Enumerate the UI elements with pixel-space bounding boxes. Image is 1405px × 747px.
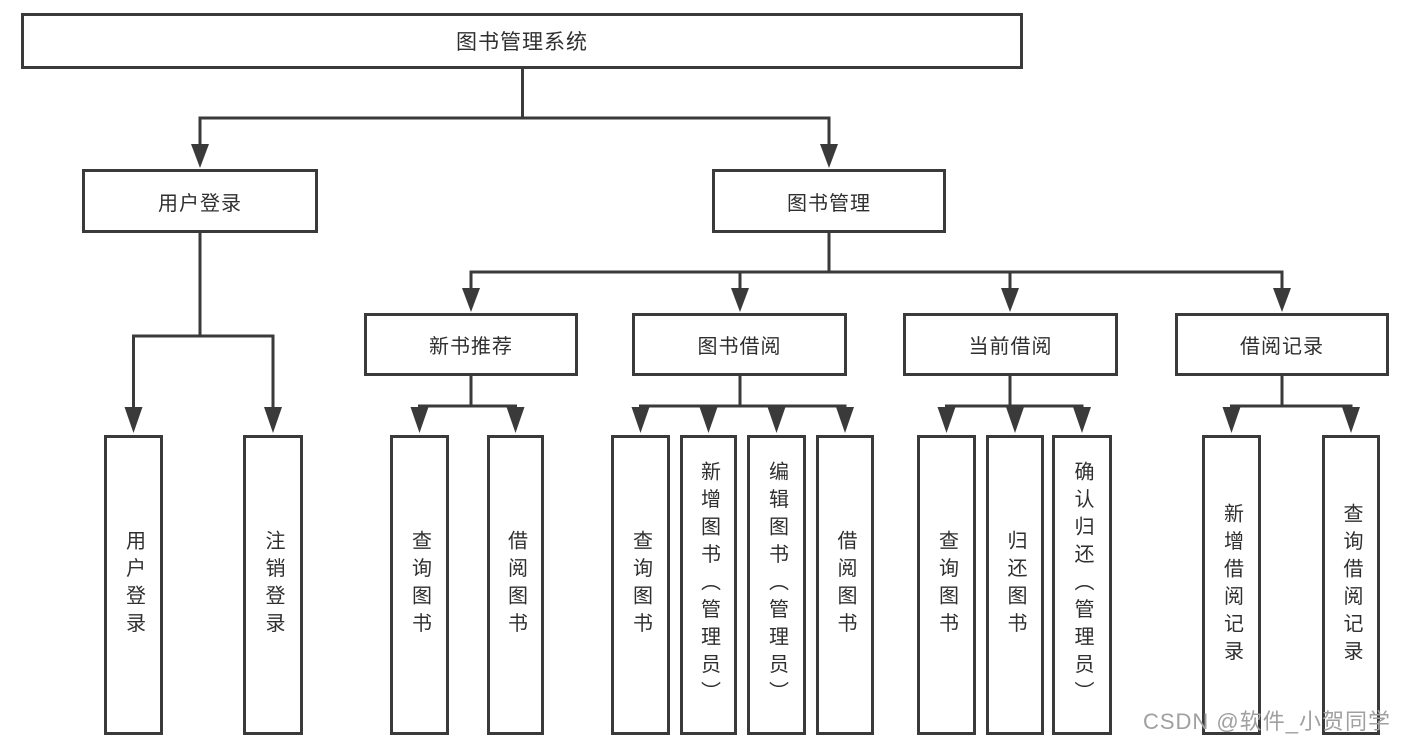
node-borrowing-records: 借阅记录 (1175, 313, 1389, 376)
node-library-management-system: 图书管理系统 (21, 13, 1023, 69)
node-book-management: 图书管理 (712, 169, 946, 233)
leaf-confirm-return-admin-label: 确认归还（管理员） (1071, 461, 1093, 709)
leaf-return-books: 归还图书 (986, 435, 1044, 735)
leaf-add-borrow-record: 新增借阅记录 (1202, 435, 1261, 735)
leaf-borrow-books-recommend-label: 借阅图书 (504, 530, 527, 640)
leaf-return-books-label: 归还图书 (1004, 530, 1026, 640)
leaf-add-borrow-record-label: 新增借阅记录 (1220, 502, 1243, 668)
leaf-edit-books-admin-label: 编辑图书（管理员） (765, 461, 788, 709)
leaf-query-books-current-label: 查询图书 (935, 530, 958, 640)
leaf-query-borrow-record: 查询借阅记录 (1322, 435, 1380, 735)
leaf-user-login-label: 用户登录 (122, 530, 145, 640)
leaf-borrow-books-label: 借阅图书 (834, 530, 856, 640)
leaf-query-books-borrow: 查询图书 (611, 435, 670, 735)
leaf-query-books-recommend-label: 查询图书 (408, 530, 431, 640)
leaf-borrow-books: 借阅图书 (816, 435, 874, 735)
leaf-logout: 注销登录 (243, 435, 303, 735)
node-book-borrowing: 图书借阅 (632, 313, 847, 376)
leaf-query-books-borrow-label: 查询图书 (629, 530, 652, 640)
leaf-query-borrow-record-label: 查询借阅记录 (1340, 502, 1362, 668)
leaf-borrow-books-recommend: 借阅图书 (487, 435, 544, 735)
leaf-edit-books-admin: 编辑图书（管理员） (747, 435, 806, 735)
leaf-add-books-admin-label: 新增图书（管理员） (697, 461, 720, 709)
leaf-query-books-current: 查询图书 (917, 435, 976, 735)
node-new-book-recommendation: 新书推荐 (364, 313, 578, 376)
leaf-add-books-admin: 新增图书（管理员） (680, 435, 737, 735)
leaf-confirm-return-admin: 确认归还（管理员） (1052, 435, 1112, 735)
node-current-borrowing: 当前借阅 (903, 313, 1118, 376)
node-user-login: 用户登录 (82, 169, 318, 233)
leaf-query-books-recommend: 查询图书 (390, 435, 449, 735)
leaf-logout-label: 注销登录 (262, 530, 284, 640)
csdn-watermark: CSDN @软件_小贺同学 (1142, 709, 1391, 734)
leaf-user-login: 用户登录 (104, 435, 163, 735)
